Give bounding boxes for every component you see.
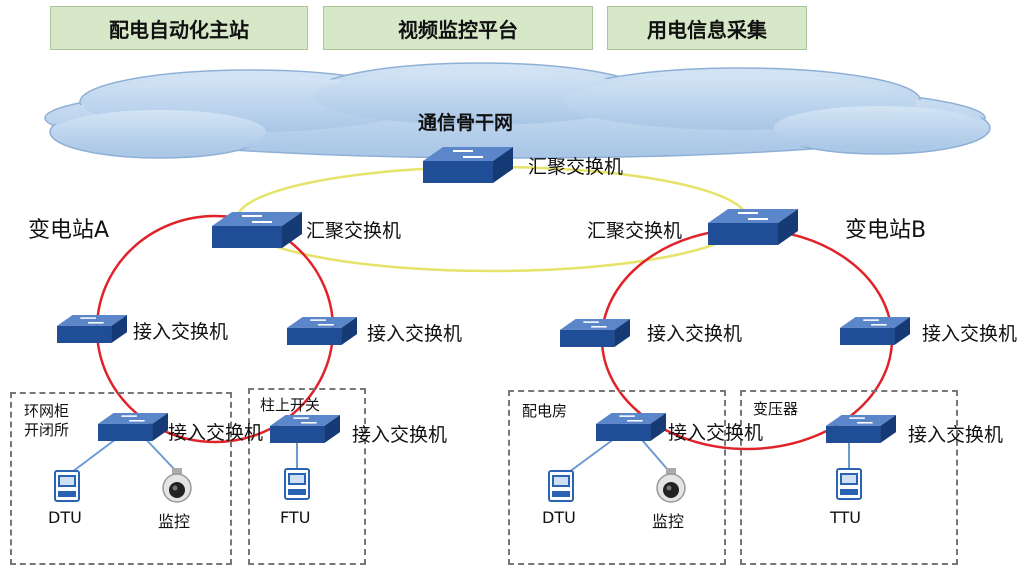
- access-switch-a4-label: 接入交换机: [352, 424, 448, 446]
- zone-pole-switch-label: 柱上开关: [260, 396, 321, 414]
- access-switch-b3-icon: [596, 413, 666, 441]
- system-box-metering: 用电信息采集: [607, 6, 807, 50]
- access-switch-b1-label: 接入交换机: [647, 323, 743, 345]
- access-switch-b2-icon: [840, 317, 910, 345]
- dtu-terminal-b-icon: [548, 470, 574, 502]
- zone-ring-cabinet-label-1: 环网柜: [24, 402, 70, 420]
- agg-switch-a-label: 汇聚交换机: [306, 220, 402, 242]
- substation-a-label: 变电站A: [28, 218, 110, 243]
- substation-b-label: 变电站B: [845, 218, 927, 243]
- camera-b-icon: [656, 468, 686, 503]
- camera-b-label: 监控: [652, 512, 685, 531]
- access-switch-b1-icon: [560, 319, 630, 347]
- agg-switch-a-icon: [212, 212, 302, 248]
- system-box-dms: 配电自动化主站: [50, 6, 308, 50]
- core-switch-label: 汇聚交换机: [528, 156, 624, 178]
- agg-switch-b-label: 汇聚交换机: [587, 220, 683, 242]
- dtu-terminal-icon: [54, 470, 80, 502]
- zone-transformer: [740, 390, 958, 565]
- backbone-label: 通信骨干网: [418, 112, 514, 134]
- zone-distribution-room-label: 配电房: [522, 402, 568, 420]
- zone-ring-cabinet: [10, 392, 232, 565]
- access-switch-a3-icon: [98, 413, 168, 441]
- zone-pole-switch: [248, 388, 366, 565]
- access-switch-a3-label: 接入交换机: [168, 422, 264, 444]
- ftu-label: FTU: [280, 508, 311, 527]
- access-switch-b3-label: 接入交换机: [668, 422, 764, 444]
- camera-label: 监控: [158, 512, 191, 531]
- access-switch-a2-icon: [287, 317, 357, 345]
- dtu-label: DTU: [48, 508, 82, 527]
- access-switch-b4-label: 接入交换机: [908, 424, 1004, 446]
- ttu-label: TTU: [830, 508, 861, 527]
- system-box-video: 视频监控平台: [323, 6, 593, 50]
- ttu-terminal-icon: [836, 468, 862, 500]
- zone-distribution-room: [508, 390, 726, 565]
- zone-transformer-label: 变压器: [753, 400, 799, 418]
- access-switch-a4-icon: [270, 415, 340, 443]
- access-switch-a1-icon: [57, 315, 127, 343]
- core-switch-icon: [423, 147, 513, 183]
- ftu-terminal-icon: [284, 468, 310, 500]
- camera-icon: [162, 468, 192, 503]
- zone-ring-cabinet-label-2: 开闭所: [24, 421, 70, 439]
- access-switch-b4-icon: [826, 415, 896, 443]
- agg-switch-b-icon: [708, 209, 798, 245]
- access-switch-a2-label: 接入交换机: [367, 323, 463, 345]
- dtu-b-label: DTU: [542, 508, 576, 527]
- access-switch-a1-label: 接入交换机: [133, 321, 229, 343]
- access-switch-b2-label: 接入交换机: [922, 323, 1018, 345]
